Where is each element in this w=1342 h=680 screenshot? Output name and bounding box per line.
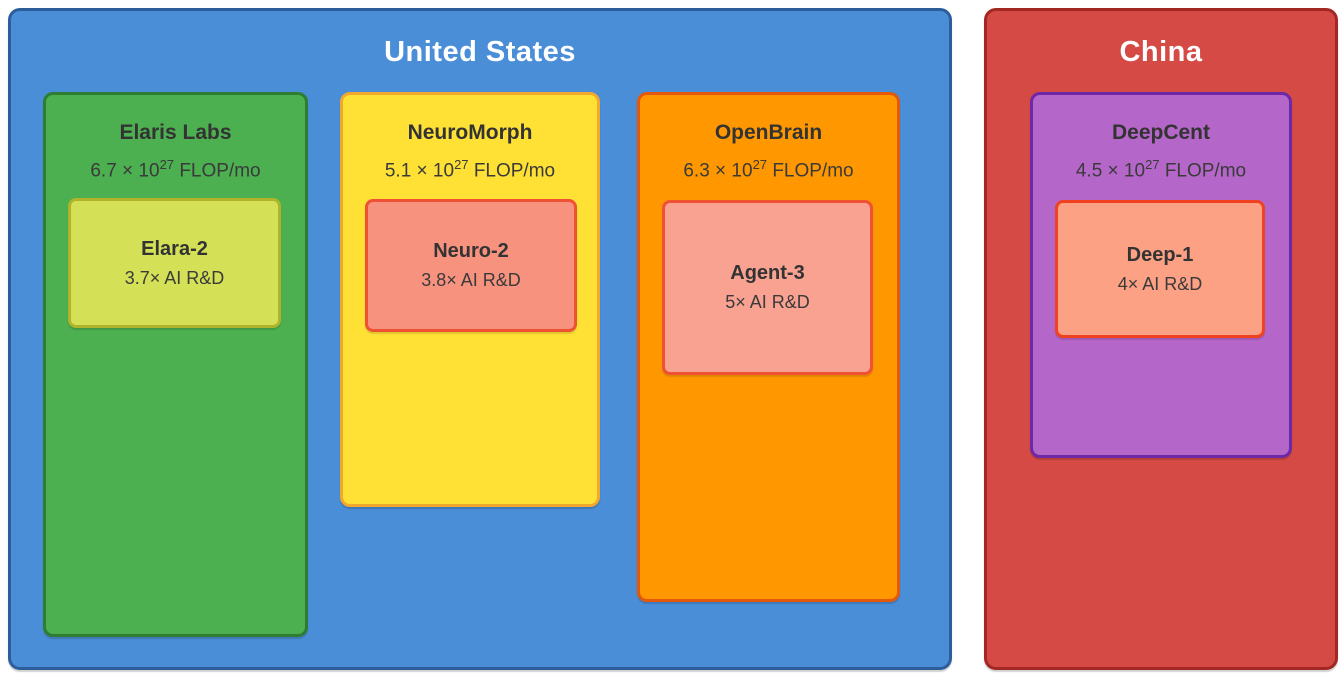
company-name-elaris-labs: Elaris Labs bbox=[119, 121, 232, 144]
company-compute-deepcent: 4.5 × 1027 FLOP/mo bbox=[1033, 157, 1289, 182]
model-speedup-neuro-2: 3.8× AI R&D bbox=[421, 270, 521, 290]
model-speedup-elara-2: 3.7× AI R&D bbox=[124, 267, 225, 288]
model-name-agent-3: Agent-3 bbox=[730, 262, 805, 284]
model-name-deep-1: Deep-1 bbox=[1126, 243, 1194, 266]
company-elaris-labs: Elaris Labs 6.7 × 1027 FLOP/mo Elara-2 3… bbox=[43, 92, 308, 637]
country-title-united-states: United States bbox=[384, 36, 576, 68]
country-title-china: China bbox=[1119, 36, 1203, 68]
flop-unit: FLOP/mo bbox=[772, 160, 854, 182]
company-name-neuromorph: NeuroMorph bbox=[407, 121, 533, 144]
company-compute-neuromorph: 5.1 × 1027 FLOP/mo bbox=[343, 157, 597, 182]
flop-unit: FLOP/mo bbox=[179, 160, 261, 182]
model-speedup-deep-1: 4× AI R&D bbox=[1117, 273, 1203, 294]
flop-unit: FLOP/mo bbox=[1164, 160, 1247, 182]
company-neuromorph: NeuroMorph 5.1 × 1027 FLOP/mo Neuro-2 3.… bbox=[340, 92, 600, 507]
flop-unit: FLOP/mo bbox=[473, 160, 556, 182]
country-united-states: United States Elaris Labs 6.7 × 1027 FLO… bbox=[8, 8, 952, 670]
company-compute-elaris-labs: 6.7 × 1027 FLOP/mo bbox=[46, 157, 305, 182]
flop-exponent: 27 bbox=[454, 157, 469, 172]
country-china: China DeepCent 4.5 × 1027 FLOP/mo Deep-1… bbox=[984, 8, 1338, 670]
company-name-deepcent: DeepCent bbox=[1111, 121, 1211, 144]
flop-base: 5.1 × 10 bbox=[384, 160, 455, 182]
flop-exponent: 27 bbox=[159, 157, 175, 172]
model-deep-1: Deep-1 4× AI R&D bbox=[1055, 200, 1265, 338]
model-name-neuro-2: Neuro-2 bbox=[433, 240, 509, 262]
model-neuro-2: Neuro-2 3.8× AI R&D bbox=[365, 199, 577, 332]
flop-base: 6.7 × 10 bbox=[90, 160, 160, 182]
company-name-openbrain: OpenBrain bbox=[714, 121, 823, 144]
flop-exponent: 27 bbox=[752, 157, 768, 172]
company-compute-openbrain: 6.3 × 1027 FLOP/mo bbox=[640, 157, 897, 182]
flop-base: 6.3 × 10 bbox=[683, 160, 753, 182]
model-agent-3: Agent-3 5× AI R&D bbox=[662, 200, 873, 375]
model-name-elara-2: Elara-2 bbox=[141, 237, 208, 260]
model-speedup-agent-3: 5× AI R&D bbox=[725, 292, 810, 312]
flop-exponent: 27 bbox=[1145, 157, 1160, 172]
model-elara-2: Elara-2 3.7× AI R&D bbox=[68, 198, 281, 328]
flop-base: 4.5 × 10 bbox=[1075, 160, 1146, 182]
company-openbrain: OpenBrain 6.3 × 1027 FLOP/mo Agent-3 5× … bbox=[637, 92, 900, 602]
company-deepcent: DeepCent 4.5 × 1027 FLOP/mo Deep-1 4× AI… bbox=[1030, 92, 1292, 458]
